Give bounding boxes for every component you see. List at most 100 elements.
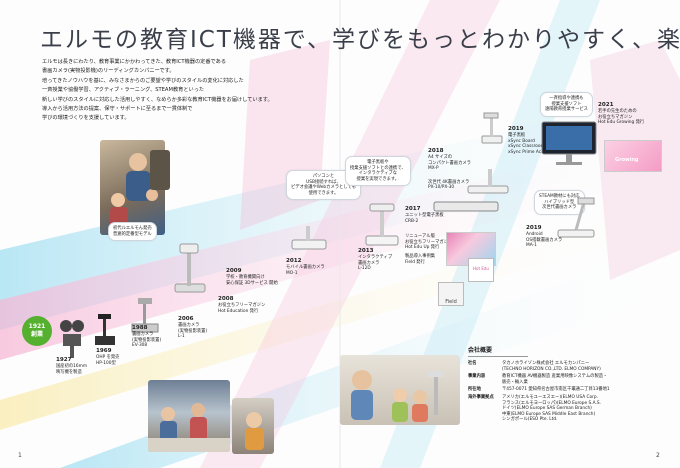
milestone-line: L-12D — [358, 266, 371, 272]
milestone-line: 書画カメラ — [178, 323, 200, 328]
intro-line: エルモは長きにわたり、教育事業にかかわってきた、教育ICT機器の定番である — [42, 59, 227, 65]
company-value: (TECHNO HORIZON CO.,LTD. ELMO COMPANY) — [502, 366, 601, 372]
milestone-line: 学校・教育機関向け — [226, 275, 265, 280]
milestone-line: xSync Prime Academic — [508, 149, 557, 155]
milestone-2019-ma1: 2019 Android OS搭載書画カメラ MA-1 — [526, 225, 562, 249]
callout-line: ビデオ会議やWebカメラとしても — [291, 185, 356, 191]
callout-line: 使用できます。 — [308, 190, 339, 196]
page-number-left: 1 — [18, 452, 22, 459]
company-row: 事業内容 教育ICT機器 AV機器製造 産業用映像システムの製造・ 販売・輸入業 — [468, 374, 668, 385]
milestone-line: HP-100型 — [96, 360, 116, 366]
intro-text: エルモは長きにわたり、教育事業にかかわってきた、教育ICT機器の定番である 書画… — [42, 58, 342, 124]
milestone-line: Hot Edu Growing 発行 — [598, 120, 645, 126]
milestone-line: 安心保証 3Dサービス 開始 — [226, 280, 278, 286]
milestone-line: 若手の先生のための — [598, 109, 637, 114]
callout-line: USB接続すれば、 — [306, 179, 341, 185]
milestone-1969: 1969 OHP を発売 HP-100型 — [96, 348, 119, 366]
milestone-year: 2018 — [428, 148, 444, 154]
milestone-line: 製品導入事例集 — [405, 253, 436, 259]
callout-line: パソコンと — [312, 174, 335, 179]
intro-line: 学びの環境づくりを支援しています。 — [42, 115, 130, 122]
milestone-line: (実物投影装置) — [132, 337, 162, 343]
company-value: アメリカ(エルモユーエスエー)(ELMO USA Corp. — [502, 394, 598, 400]
callout-line: 普遍的定番型モデル — [113, 231, 152, 237]
callout-line: STEAM教材にも対応 — [539, 194, 580, 199]
intro-line: 一斉授業や協働学習、アクティブ・ラーニング、STEAM教育といった — [42, 87, 205, 94]
milestone-line: 書画カメラ — [358, 260, 380, 266]
milestone-year: 2019 — [508, 126, 524, 132]
hot-edu-magazine: Hot Edu — [468, 258, 494, 282]
classroom-photo-bottom-left — [148, 380, 230, 452]
company-value: シンガポール(ESO Pte. Ltd. — [502, 417, 558, 423]
company-row: 海外事業拠点 アメリカ(エルモユーエスエー)(ELMO USA Corp. フラ… — [468, 395, 668, 423]
company-value: ドイツ(ELMO Europe SAS German Branch) — [502, 406, 592, 412]
milestone-year: 2017 — [405, 206, 421, 212]
milestone-line: xSync Classroom — [508, 144, 545, 150]
milestone-line: Field 発行 — [405, 259, 425, 265]
milestone-line: A4 サイズの — [428, 155, 453, 160]
milestone-line: OHP を発売 — [96, 355, 120, 360]
milestone-line: 次世代 4K書画カメラ — [428, 179, 470, 185]
company-key: 事業内容 — [468, 374, 486, 380]
mo1-camera-icon — [291, 226, 327, 250]
milestone-line: MO-1 — [286, 270, 298, 276]
founding-badge: 1921 創業 — [22, 316, 52, 346]
milestone-line: お役立ちフリーマガジン — [405, 239, 453, 245]
callout-line: インタラクティブな — [358, 171, 398, 177]
classroom-photo-bottom-right — [340, 355, 460, 425]
callout-line: 授業支援ソフト — [551, 101, 582, 107]
milestone-line: Android — [526, 232, 543, 237]
l12d-camera-icon — [365, 203, 399, 246]
company-title: 会社概要 — [468, 345, 528, 357]
milestone-line: xSync Board — [508, 138, 535, 144]
callout-line: 遠隔教育授業サービス — [545, 107, 588, 113]
pupils-illustration — [148, 403, 230, 452]
milestone-2018: 2018 A4 サイズの コンパクト書画カメラ MX-P 次世代 4K書画カメラ… — [428, 148, 471, 191]
company-value: フランス(エルモヨーロッパ)(ELMO Europe S.A.S. — [502, 400, 601, 406]
company-value: 中東(ELMO Europe SAS Middle East Branch) — [502, 411, 596, 417]
milestone-2017: 2017 ユニット型電子黒板 CRB-2 リニューアル版 お役立ちフリーマガジン… — [405, 206, 452, 265]
company-profile: 会社概要 社名 タカノホライゾン株式会社 エルモカンパニー (TECHNO HO… — [468, 345, 668, 425]
steam-callout: STEAM教材にも対応 ハイブリッド型 次世代書画カメラ — [534, 190, 585, 215]
milestone-1927: 1927 国産初の16mm 映写機を製造 — [56, 357, 87, 375]
milestone-line: インタラクティブ — [358, 255, 393, 260]
milestone-year: 2008 — [218, 296, 234, 302]
milestone-year: 1927 — [56, 357, 72, 363]
milestone-year: 2006 — [178, 316, 194, 322]
milestone-year: 1969 — [96, 348, 112, 354]
px-camera-icon — [467, 169, 509, 194]
mxp-camera-icon — [481, 112, 503, 144]
milestone-2008: 2008 お役立ちフリーマガジン Hot Education 発行 — [218, 296, 265, 314]
milestone-line: 国産初の16mm — [56, 364, 88, 369]
milestone-year: 2019 — [526, 225, 542, 231]
badge-year: 1921 — [28, 323, 46, 330]
milestone-line: 電子黒板 — [508, 133, 526, 138]
software-callout: 一斉指導や連携も 授業支援ソフト 遠隔教育授業サービス — [540, 92, 593, 117]
intro-line: 書画カメラ(実物投影機)のリーディングカンパニーです。 — [42, 68, 175, 75]
callout-line: ハイブリッド型 — [544, 199, 575, 205]
company-value: タカノホライゾン株式会社 エルモカンパニー — [502, 361, 590, 366]
intro-line: 導入から活用方法の提案、保守・サポートに至るまで一貫体制で — [42, 106, 193, 113]
milestone-year: 1988 — [132, 325, 148, 331]
page-title: エルモの教育ICT機器で、学びをもっとわかりやすく、楽しく — [40, 27, 680, 53]
milestone-line: L-1 — [178, 334, 185, 340]
milestone-line: OS搭載書画カメラ — [526, 237, 563, 243]
company-row: 社名 タカノホライゾン株式会社 エルモカンパニー (TECHNO HORIZON… — [468, 361, 668, 372]
intro-line: 培ってきたノウハウを基に、みなさまからのご要望や学びのスタイルの変化に対応した — [42, 77, 244, 84]
page-number-right: 2 — [656, 452, 660, 459]
milestone-2009: 2009 学校・教育機関向け 安心保証 3Dサービス 開始 — [226, 268, 278, 286]
milestone-2021: 2021 若手の先生のための お役立ちマガジン Hot Edu Growing … — [598, 102, 644, 126]
callout-line: 初代ルエルモん発売 — [113, 226, 152, 231]
students-illustration — [110, 153, 158, 229]
callout-line: 一斉指導や連携も — [549, 96, 584, 101]
photo-edge — [150, 150, 170, 190]
milestone-line: MA-1 — [526, 243, 537, 249]
field-casebook: Field — [438, 282, 464, 306]
projector-icon — [60, 320, 84, 358]
l1-camera-icon — [174, 243, 206, 293]
callout-line: 授業支援ソフトとの連携で、 — [350, 165, 406, 171]
ohp-icon — [95, 314, 115, 345]
milestone-year: 2012 — [286, 258, 302, 264]
l12d-callout: 電子黒板や 授業支援ソフトとの連携で、 インタラクティブな 授業を実現できます。 — [345, 156, 411, 187]
